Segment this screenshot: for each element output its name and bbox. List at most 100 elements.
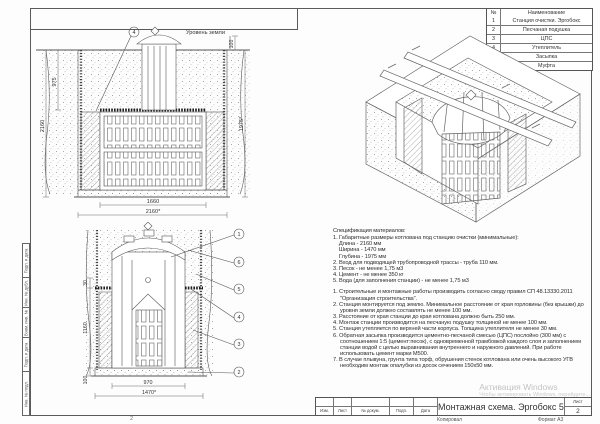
format-label: Формат А3	[538, 417, 564, 423]
title-block-columns: Изм. Лист № докум. Подп. Дата	[316, 398, 438, 415]
specification-note: 6. Обратная засыпка производится цементн…	[333, 332, 581, 357]
vent-finial	[143, 222, 153, 231]
sand-pad	[94, 367, 204, 377]
specification-material-line: 4. Цемент - не менее 350 кг	[333, 272, 404, 279]
vent-finial	[150, 26, 160, 36]
balloon-circle	[233, 366, 245, 378]
specification-note: 1. Строительные и монтажные работы произ…	[333, 289, 573, 302]
bank-edge-right	[239, 49, 246, 195]
vent-finial	[465, 89, 477, 101]
balloon-4: 4	[132, 30, 135, 36]
specification-note: 2. Станция монтируется под землю. Минима…	[333, 301, 584, 314]
specification-material-line: Ширина - 1470 мм	[333, 247, 386, 254]
parts-table-row-cell: Засыпка	[535, 54, 558, 60]
station-dome	[136, 34, 182, 45]
parts-table-row: 3 ЦПС	[487, 34, 592, 43]
page-number: 2	[130, 416, 134, 422]
top-section-view: Уровень земли 4 2160 975 100 1975* 1660 …	[36, 26, 250, 218]
sheet-label: Лист	[564, 398, 591, 407]
stamp-col-izm: Изм.	[320, 408, 329, 413]
station-ribs	[135, 309, 163, 367]
side-strip-cell: Инв. № подл.	[22, 371, 30, 416]
parts-table-row-cell: Станция очистки. Эргобокс	[512, 18, 581, 24]
stamp-col-data: Дата	[420, 408, 431, 413]
parts-table-row-cell: Песчаная подушка	[522, 27, 571, 33]
side-label: Подп. и дата	[23, 342, 29, 367]
cps-layer	[184, 291, 199, 369]
dim-100: 100	[229, 40, 235, 49]
timber-rail	[379, 69, 553, 147]
balloon-circle	[233, 256, 245, 268]
parts-table-row-cell: 1	[487, 17, 501, 25]
side-strip-cell: Подп. и дата	[22, 243, 30, 278]
station-dome	[111, 237, 186, 261]
station-ribs	[103, 115, 203, 149]
station-base	[441, 131, 501, 205]
balloon-5: 5	[238, 287, 241, 293]
specification-material-line: 3. Песок - не менее 1,75 м3	[333, 265, 404, 272]
isometric-view	[365, 35, 581, 223]
dim-970: 970	[144, 380, 153, 386]
parts-table-row-cell: 2	[487, 26, 501, 34]
parts-table-row-cell: ЦПС	[540, 36, 553, 42]
parts-table-row: 2 Песчаная подушка	[487, 25, 592, 34]
side-strip-cell: Подп. и дата	[22, 337, 30, 372]
balloon-circle	[233, 311, 245, 323]
stamp-col-docnum: № докум.	[361, 408, 380, 413]
specification-materials: 1. Габаритные размеры котлована под стан…	[333, 235, 597, 284]
specification-title: Спецификация материалов:	[333, 228, 406, 234]
stamp-col-podp: Подп.	[395, 408, 408, 413]
parts-table-row: 1 Станция очистки. Эргобокс	[487, 17, 592, 25]
parts-table-header: № Наименование	[487, 9, 592, 17]
specification-material-line: Длина - 2160 мм	[333, 241, 382, 248]
specification-material-line: 1. Габаритные размеры котлована под стан…	[333, 235, 519, 242]
balloon-3: 3	[238, 342, 241, 348]
parts-table-row-cell: 3	[487, 35, 501, 43]
drawing-title: Монтажная схема. Эргобокс 5	[438, 401, 564, 412]
bottom-section-view: 1 6 5 4 3 2 30 1160 100 970 1470*	[83, 222, 245, 399]
timber-rail	[403, 51, 577, 129]
ground-level-label: Уровень земли	[186, 30, 225, 36]
side-label: Взам. инв. №	[23, 309, 29, 336]
cps-layer	[98, 291, 113, 369]
specification-note: 7. В случае плывуна, грунта типа торф, о…	[333, 357, 574, 370]
parts-table-row-cell: Утеплитель	[531, 45, 562, 51]
specification-material-line: 2. Вход для подводящей трубопроводной тр…	[333, 259, 499, 266]
balloon-circle	[233, 283, 245, 295]
specification-material-line: 5. Вода (для заполнения станции) - не ме…	[333, 278, 469, 285]
balloon-circle	[233, 338, 245, 350]
side-strip-cell: Взам. инв. №	[22, 307, 30, 338]
balloon-circle	[128, 26, 140, 38]
side-label: Подп. и дата	[23, 248, 29, 273]
balloon-4: 4	[238, 315, 241, 321]
specification-block: Спецификация материалов: 1. Габаритные р…	[333, 228, 597, 369]
dim-2160-left: 2160	[40, 120, 46, 132]
copied-label: Копировал	[437, 417, 463, 423]
balloon-1: 1	[238, 232, 241, 238]
parts-name-header: Наименование	[527, 10, 566, 16]
specification-note: 4. Монтаж станции производится на песчан…	[333, 320, 548, 327]
parts-number-header: №	[487, 9, 501, 17]
specification-note: 3. Расстояние от края станции до края ко…	[333, 314, 515, 321]
top-left-stamp	[30, 8, 298, 30]
side-label: Инв. № дубл.	[23, 279, 29, 306]
specification-notes: 1. Строительные и монтажные работы произ…	[333, 289, 597, 369]
sand-pad	[77, 189, 228, 198]
dim-1470: 1470*	[142, 390, 157, 396]
inner-wall-hatch	[403, 97, 423, 175]
balloon-6: 6	[238, 260, 241, 266]
station-ribs	[103, 151, 203, 187]
side-label: Инв. № подл.	[23, 380, 29, 407]
stamp-col-list: Лист	[337, 408, 348, 413]
dim-975: 975	[52, 77, 58, 86]
sheet-number-box: Лист 2	[563, 398, 591, 415]
dim-100: 100	[83, 376, 89, 385]
cps-layer	[205, 111, 225, 191]
parts-table-row-cell: Муфта	[538, 63, 555, 69]
sheet-number: 2	[576, 408, 580, 415]
cps-layer	[80, 111, 101, 191]
sheet-frame	[30, 8, 592, 416]
side-strip-cell: Инв. № дубл.	[22, 277, 30, 308]
dim-30: 30	[83, 280, 89, 286]
